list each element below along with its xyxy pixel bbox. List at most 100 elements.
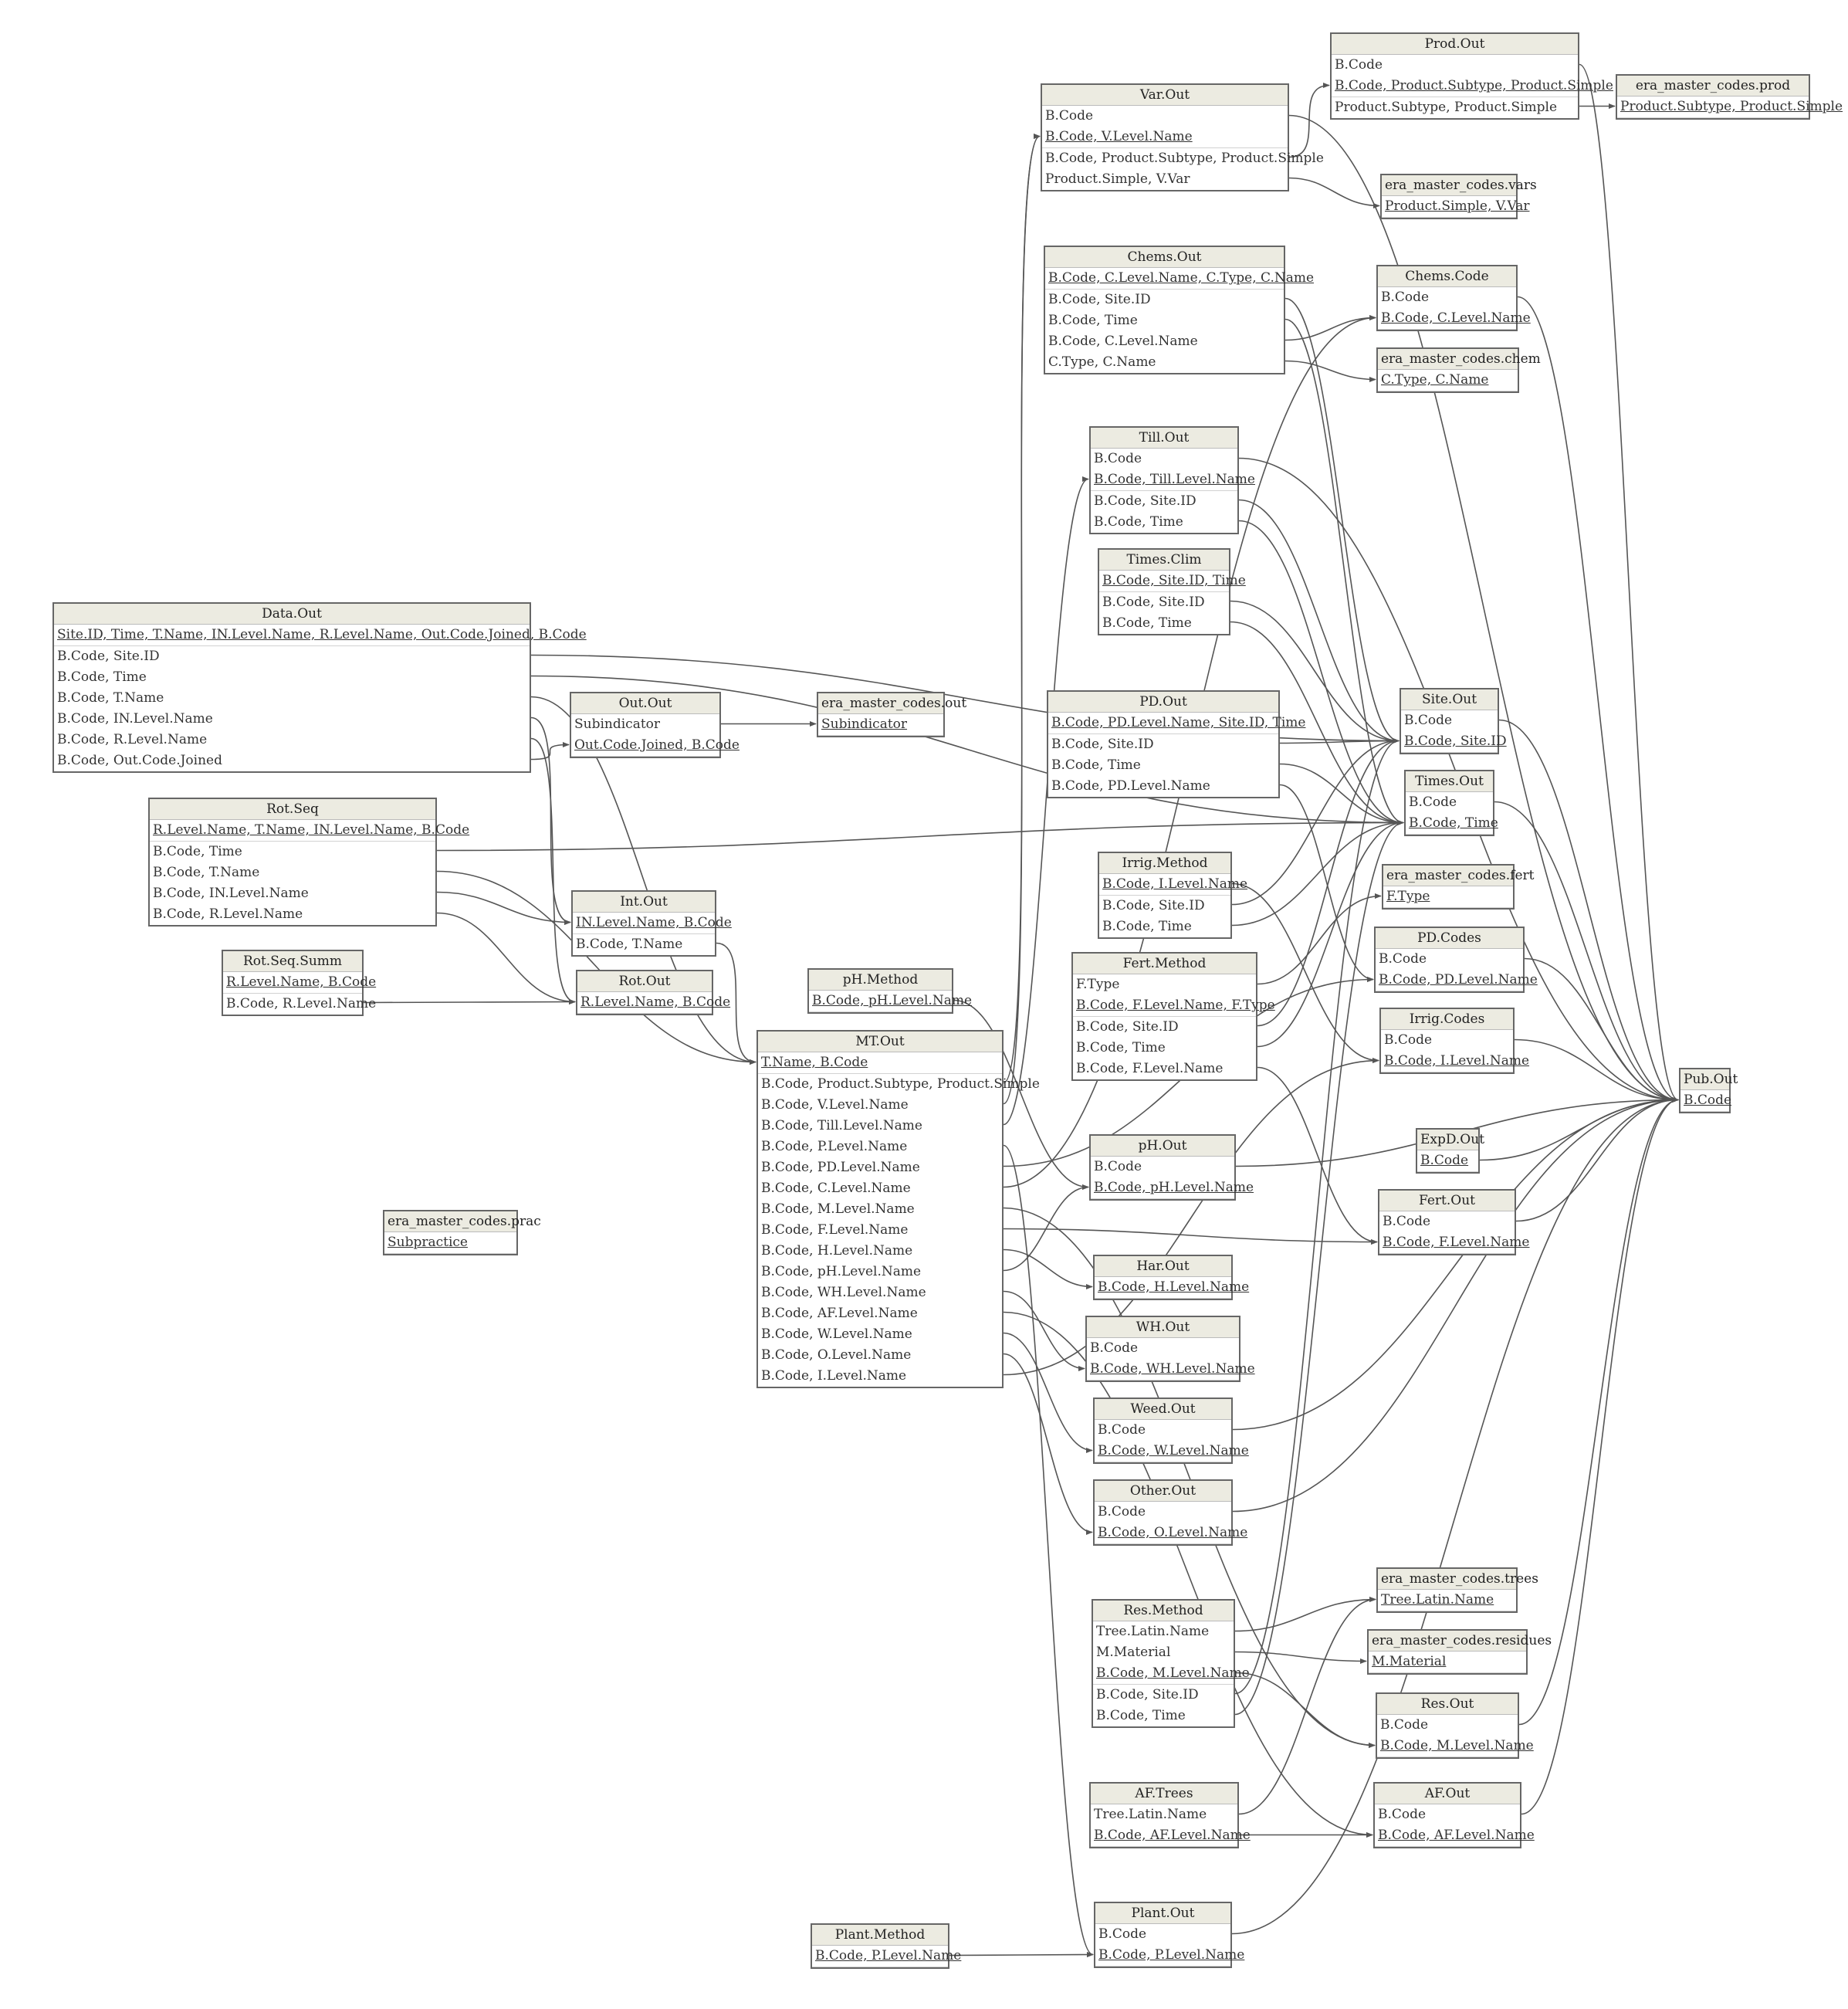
table-key-row: B.Code, Site.ID (1401, 731, 1507, 753)
table-row: B.Code, Time (1102, 919, 1192, 934)
table-row: B.Code, Time (1096, 1708, 1186, 1723)
table-key-row: Product.Subtype, Product.Simple (1617, 97, 1843, 118)
table-row: B.Code, Site.ID (57, 649, 160, 664)
table-title: era_master_codes.prod (1617, 76, 1809, 97)
table-row: B.Code, IN.Level.Name (57, 711, 213, 727)
table-row: B.Code, Product.Subtype, Product.Simple (761, 1076, 1040, 1092)
table-title: Till.Out (1091, 428, 1237, 449)
relation-edge (1288, 177, 1380, 209)
table-row: B.Code, Product.Subtype, Product.Simple (1045, 151, 1324, 166)
table-key-row: B.Code, M.Level.Name (1093, 1663, 1250, 1685)
table-row: B.Code, P.Level.Name (761, 1139, 908, 1154)
relation-edge (530, 737, 576, 1005)
table-key-row: IN.Level.Name, B.Code (573, 913, 732, 934)
relation-edge (1003, 1353, 1093, 1536)
table-row: B.Code (1098, 1422, 1146, 1438)
table-row: B.Code, Time (1076, 1040, 1166, 1055)
table-row: B.Code, Site.ID (1051, 737, 1154, 752)
relation-edge (1284, 360, 1376, 383)
relation-edge (1514, 1038, 1679, 1103)
relation-edge (1284, 318, 1404, 826)
table-title: Other.Out (1095, 1481, 1231, 1502)
table-key-row: R.Level.Name, T.Name, IN.Level.Name, B.C… (150, 820, 469, 842)
relation-edge (1231, 819, 1404, 927)
table-row: B.Code, M.Level.Name (761, 1201, 915, 1217)
table-key-row: B.Code, WH.Level.Name (1087, 1359, 1255, 1381)
relation-edge (1003, 1311, 1373, 1838)
table-key-row: F.Type (1383, 886, 1513, 908)
relation-edge (953, 999, 1089, 1191)
relation-edge (1231, 737, 1400, 906)
relation-edge (1517, 296, 1679, 1103)
table-title: Irrig.Codes (1381, 1009, 1513, 1030)
relation-edge (1003, 476, 1089, 1126)
table-title: Res.Out (1377, 1694, 1518, 1715)
table-title: Times.Out (1406, 771, 1493, 792)
relation-edge (1003, 1144, 1094, 1957)
relation-edge (1234, 738, 1400, 1695)
table-title: Chems.Code (1378, 266, 1516, 287)
table-title: ExpD.Out (1417, 1130, 1484, 1150)
table-title: era_master_codes.out (818, 693, 966, 714)
table-title: Pub.Out (1680, 1069, 1738, 1090)
table-title: Fert.Out (1379, 1191, 1515, 1211)
table-key-row: Out.Code.Joined, B.Code (571, 735, 740, 757)
table-title: MT.Out (758, 1032, 1002, 1052)
table-row: B.Code, C.Level.Name (761, 1181, 911, 1196)
table-key-row: B.Code, O.Level.Name (1095, 1523, 1247, 1544)
table-row: M.Material (1096, 1645, 1171, 1660)
table-row: B.Code (1378, 1807, 1427, 1822)
relation-edge (1515, 1096, 1679, 1222)
table-title: era_master_codes.vars (1382, 175, 1537, 196)
table-row: Tree.Latin.Name (1094, 1807, 1207, 1822)
table-row: B.Code, Time (1102, 615, 1192, 631)
table-key-row: B.Code, C.Level.Name (1378, 308, 1531, 330)
table-title: pH.Method (809, 970, 952, 991)
relation-edge (436, 912, 576, 1005)
table-row: B.Code, T.Name (576, 937, 683, 952)
relation-edge (1279, 763, 1404, 826)
table-title: Plant.Out (1095, 1903, 1230, 1924)
table-key-row: B.Code, C.Level.Name, C.Type, C.Name (1045, 268, 1314, 290)
relation-edge (1238, 520, 1404, 826)
table-key-row: B.Code, Time (1406, 813, 1498, 835)
table-key-row: B.Code, W.Level.Name (1095, 1441, 1249, 1462)
table-key-row: B.Code, AF.Level.Name (1375, 1825, 1535, 1847)
table-key-row: R.Level.Name, B.Code (223, 972, 376, 994)
table-row: B.Code, T.Name (57, 690, 164, 706)
table-row: Product.Simple, V.Var (1045, 171, 1190, 187)
table-row: B.Code, F.Level.Name (1076, 1061, 1224, 1076)
table-key-row: B.Code, F.Level.Name, F.Type (1073, 995, 1275, 1017)
table-row: B.Code, Time (153, 844, 242, 859)
table-key-row: B.Code, I.Level.Name (1099, 874, 1247, 896)
table-row: B.Code, PD.Level.Name (1051, 778, 1210, 794)
table-title: Rot.Seq.Summ (223, 951, 362, 972)
relation-edge (1524, 957, 1679, 1103)
relation-edge (1238, 499, 1400, 744)
table-title: Plant.Method (812, 1925, 948, 1946)
relation-edge (1232, 1096, 1679, 1513)
table-key-row: B.Code, Site.ID, Time (1099, 571, 1246, 592)
table-key-row: B.Code, PD.Level.Name (1376, 970, 1538, 991)
table-row: B.Code (1381, 290, 1430, 305)
table-row: B.Code, PD.Level.Name (761, 1160, 920, 1175)
table-key-row: B.Code, M.Level.Name (1377, 1736, 1534, 1757)
table-row: B.Code, R.Level.Name (226, 996, 377, 1011)
